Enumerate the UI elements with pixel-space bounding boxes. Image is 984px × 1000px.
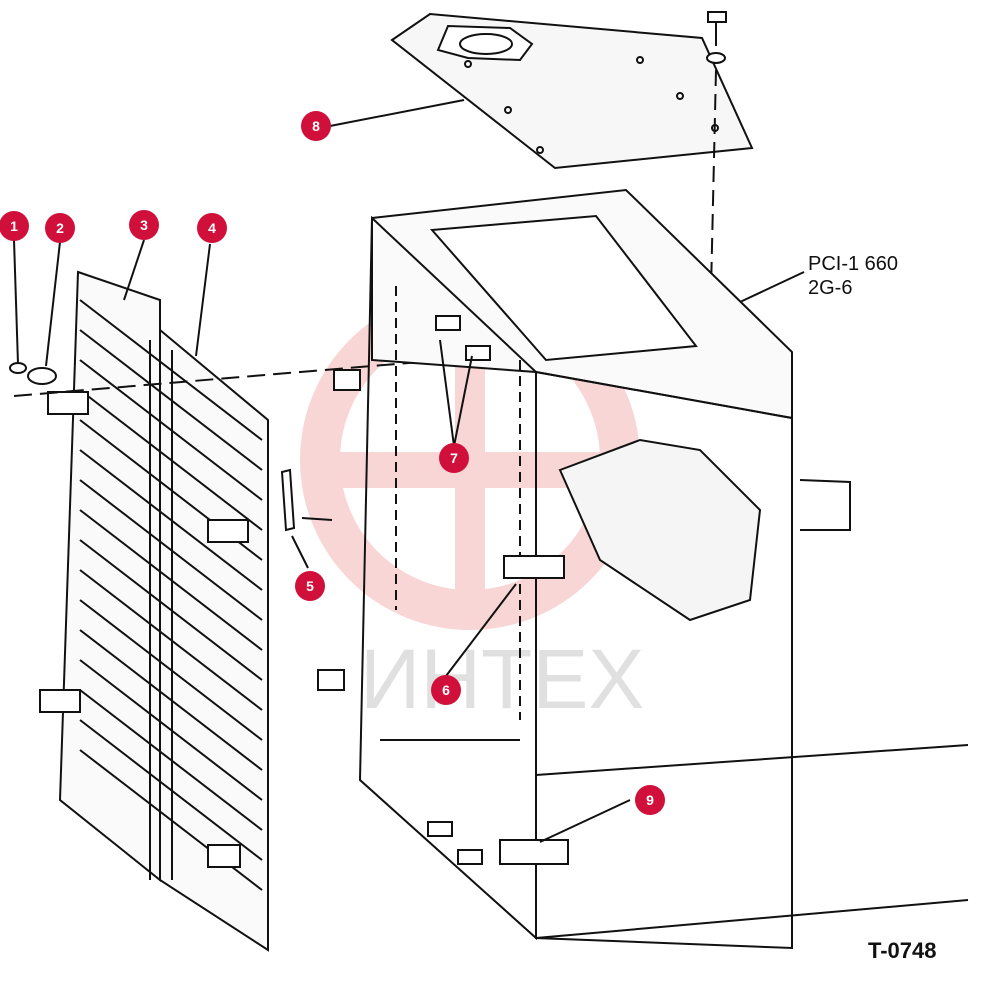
grille-axis-line xyxy=(13,361,421,397)
svg-text:9: 9 xyxy=(646,792,654,808)
svg-text:6: 6 xyxy=(442,682,450,698)
callout-6: 6 xyxy=(431,675,461,705)
assembly-label-line2: 2G-6 xyxy=(808,277,852,299)
svg-text:5: 5 xyxy=(306,578,314,594)
callout-9: 9 xyxy=(635,785,665,815)
svg-text:8: 8 xyxy=(312,118,320,134)
svg-text:2: 2 xyxy=(56,220,64,236)
housing-frame xyxy=(317,188,969,950)
callout-4: 4 xyxy=(197,213,227,243)
callout-3: 3 xyxy=(129,210,159,240)
callout-8: 8 xyxy=(301,111,331,141)
watermark-text: ИНТЕХ xyxy=(360,632,644,726)
pin xyxy=(280,468,333,532)
svg-text:1: 1 xyxy=(10,218,18,234)
screw-and-washer xyxy=(9,362,57,385)
svg-text:4: 4 xyxy=(208,220,216,236)
bolt xyxy=(706,11,727,64)
callout-1: 1 xyxy=(0,211,29,241)
svg-text:7: 7 xyxy=(450,450,458,466)
svg-text:3: 3 xyxy=(140,217,148,233)
callout-5: 5 xyxy=(295,571,325,601)
callout-2: 2 xyxy=(45,213,75,243)
figure-code: T-0748 xyxy=(868,938,937,963)
leader-lines xyxy=(13,99,805,843)
top-cover-plate xyxy=(390,12,754,170)
callout-7: 7 xyxy=(439,443,469,473)
assembly-label-line1: PCI-1 660 xyxy=(808,253,898,275)
radiator-grille xyxy=(39,270,269,952)
